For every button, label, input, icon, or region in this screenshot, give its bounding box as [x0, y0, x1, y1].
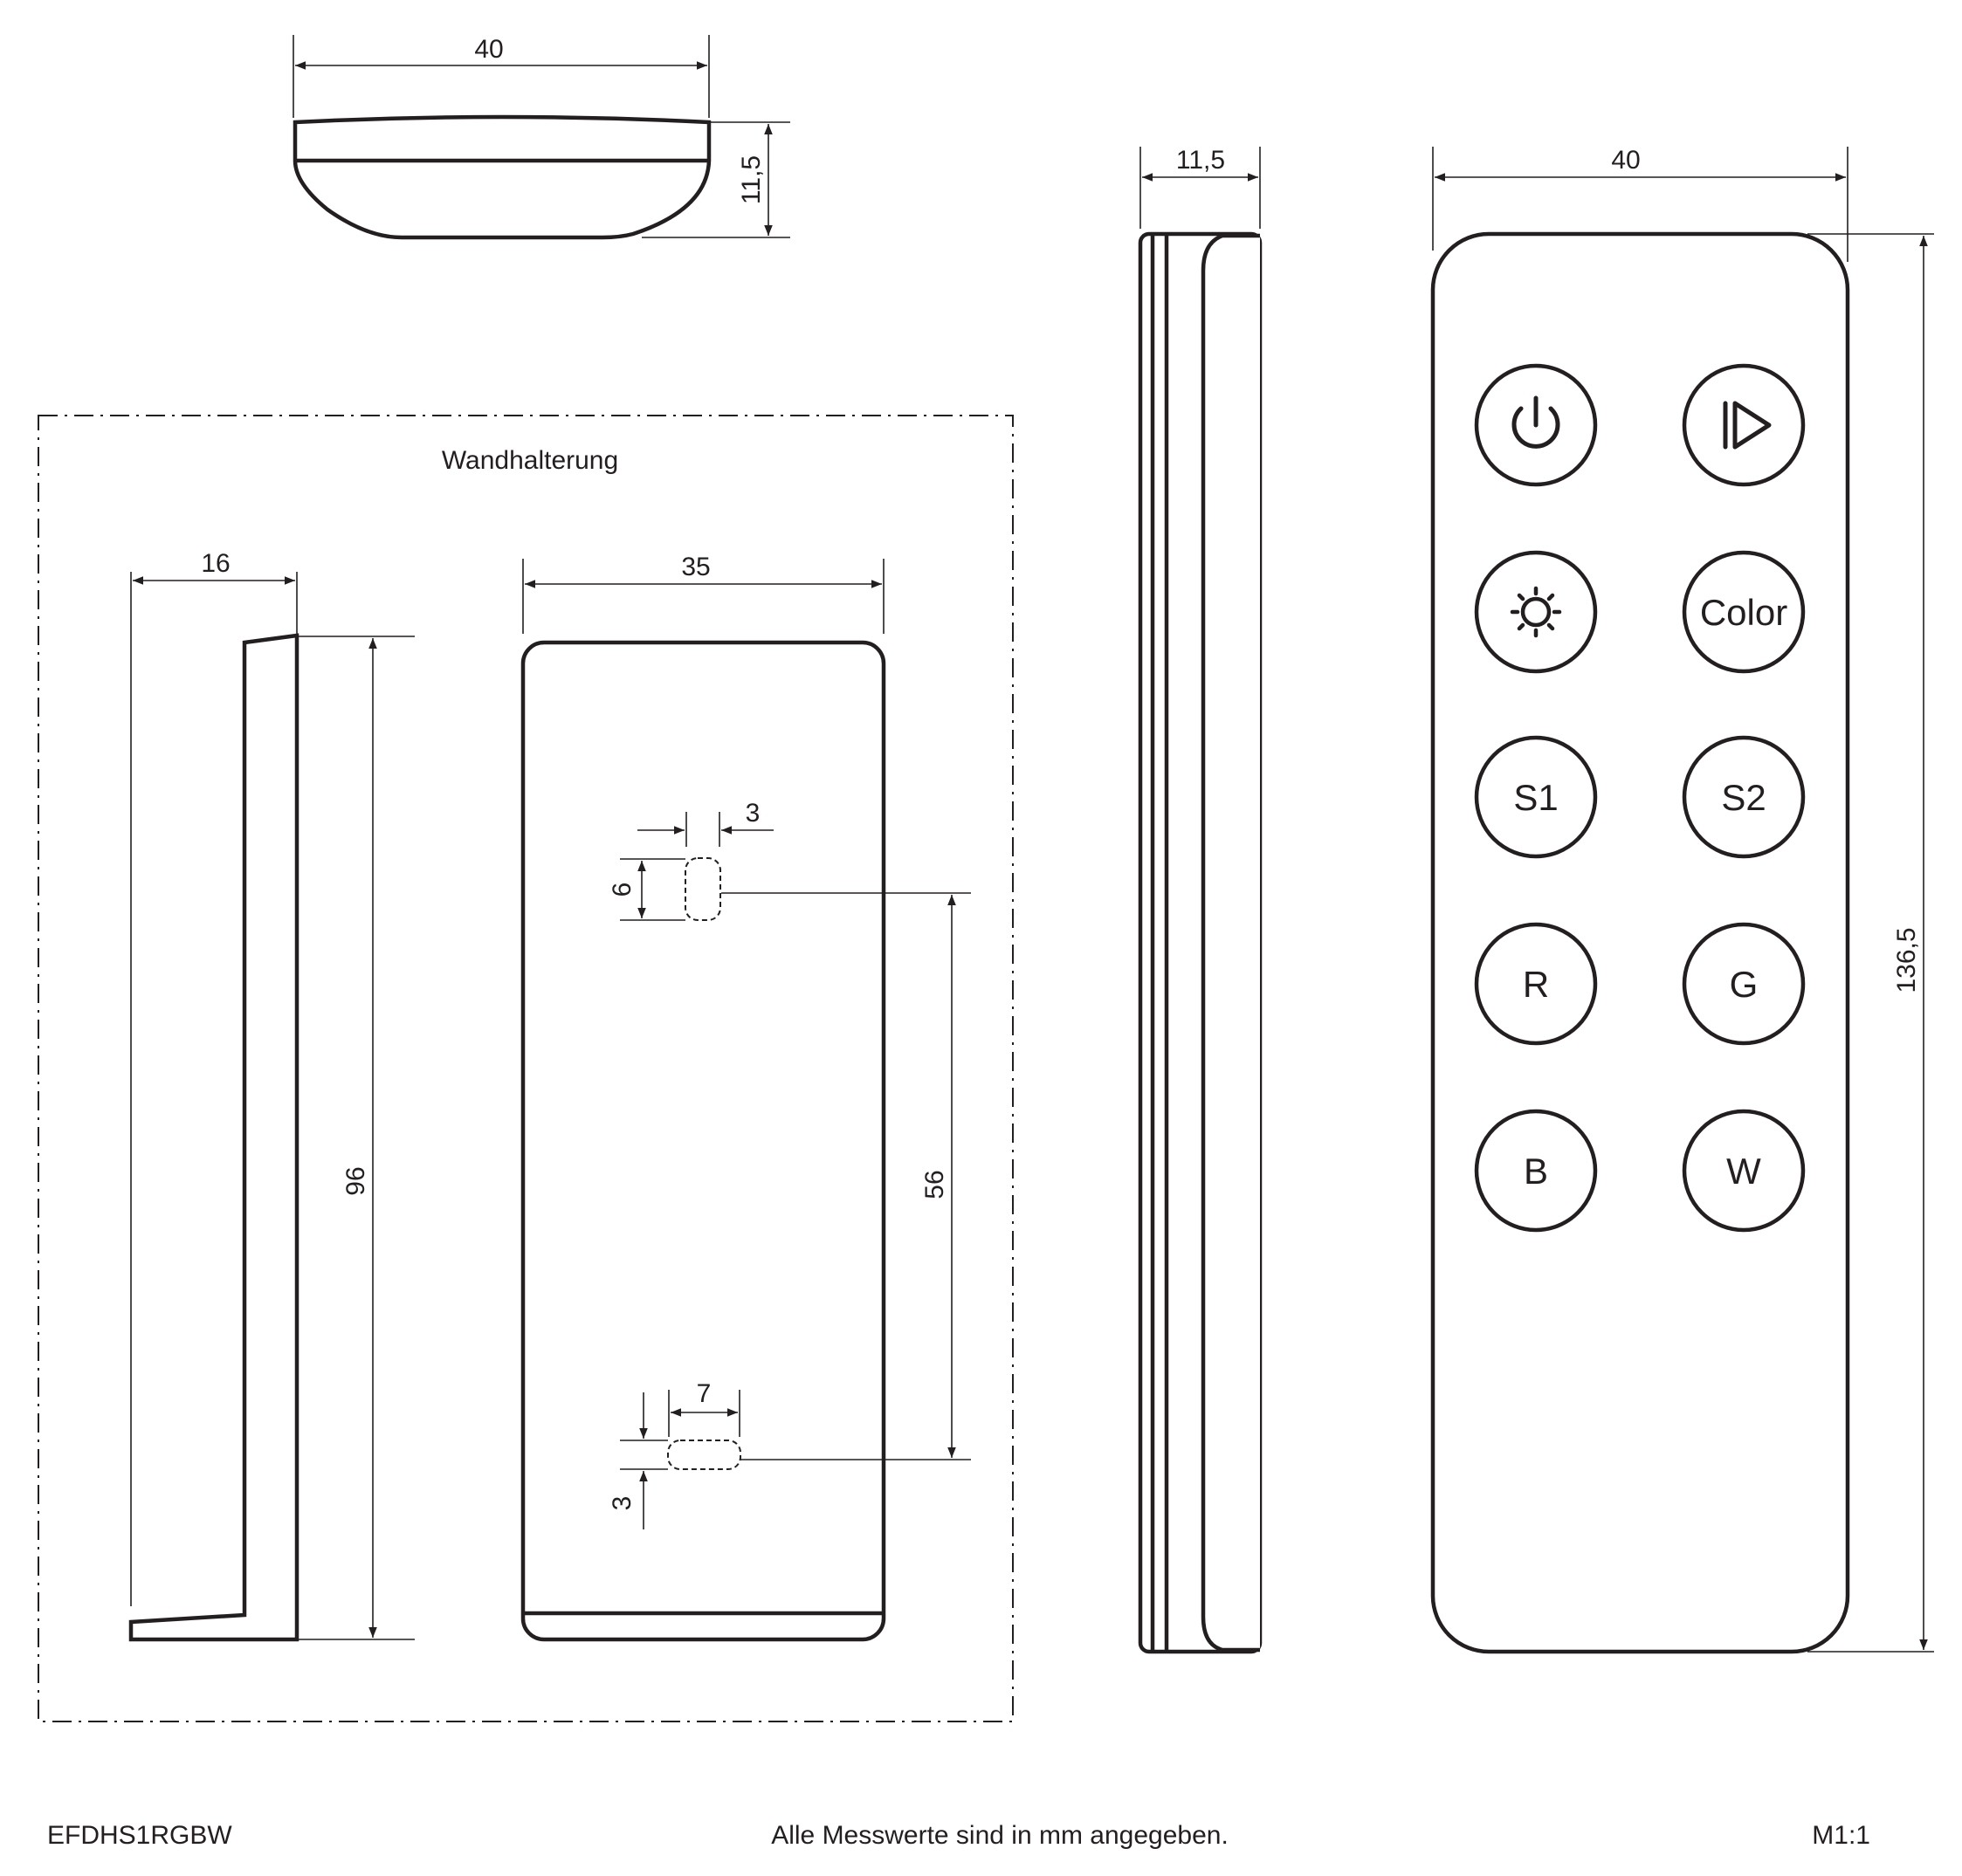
bracket-front-width-label: 35: [681, 553, 710, 581]
sun-icon: [1510, 586, 1562, 638]
remote-top-outline: [293, 114, 712, 240]
side-width-label: 11,5: [1176, 146, 1225, 175]
wall-mount-label: Wandhalterung: [442, 446, 618, 475]
remote-side-view: 11,5: [1138, 146, 1263, 1654]
bracket-front-outline: [520, 640, 886, 1642]
lower-mounting-slot: [667, 1440, 741, 1470]
wall-mount-frame: [38, 415, 1014, 1722]
front-height-label: 136,5: [1892, 927, 1921, 993]
front-width-label: 40: [1611, 146, 1640, 175]
s2-button[interactable]: S2: [1682, 735, 1806, 859]
svg-text:S2: S2: [1721, 777, 1766, 818]
top-width-label: 40: [474, 35, 503, 64]
bracket-side-outline: [128, 633, 299, 1642]
b-button[interactable]: B: [1474, 1109, 1598, 1233]
svg-text:W: W: [1726, 1151, 1761, 1192]
bracket-front-view: 35 3 6 7 3: [520, 553, 971, 1642]
units-note: Alle Messwerte sind in mm angegeben.: [771, 1821, 1229, 1850]
slot-width-label: 7: [697, 1379, 712, 1408]
footer: EFDHS1RGBW Alle Messwerte sind in mm ang…: [47, 1821, 1870, 1850]
svg-text:G: G: [1730, 964, 1759, 1005]
g-button[interactable]: G: [1682, 922, 1806, 1046]
color-button[interactable]: Color: [1682, 550, 1806, 674]
bracket-side-view: 16 96: [128, 549, 415, 1642]
remote-side-rounded-edge: [1201, 233, 1260, 1653]
svg-text:S1: S1: [1513, 777, 1558, 818]
r-button[interactable]: R: [1474, 922, 1598, 1046]
top-height-label: 11,5: [737, 155, 766, 204]
slot-offset-label: 3: [608, 1496, 637, 1511]
scale-label: M1:1: [1812, 1821, 1870, 1850]
w-button[interactable]: W: [1682, 1109, 1806, 1233]
hole-height-label: 6: [608, 883, 637, 897]
bracket-height-label: 96: [341, 1166, 370, 1195]
hole-spacing-label: 56: [920, 1170, 949, 1199]
hole-width-label: 3: [746, 799, 761, 828]
wall-mount-section: Wandhalterung 16 96 35: [38, 415, 1014, 1722]
product-code: EFDHS1RGBW: [47, 1821, 232, 1850]
svg-text:Color: Color: [1700, 592, 1787, 633]
upper-mounting-hole: [685, 857, 721, 921]
play-icon: [1723, 401, 1772, 450]
svg-text:R: R: [1523, 964, 1549, 1005]
brightness-button[interactable]: [1474, 550, 1598, 674]
s1-button[interactable]: S1: [1474, 735, 1598, 859]
power-button[interactable]: [1474, 363, 1598, 487]
svg-text:B: B: [1524, 1151, 1548, 1192]
top-view: 40 11,5: [293, 35, 790, 240]
remote-front-view: 40 136,5: [1430, 146, 1934, 1654]
bracket-side-width-label: 16: [201, 549, 230, 578]
play-button[interactable]: [1682, 363, 1806, 487]
power-icon: [1511, 395, 1560, 449]
